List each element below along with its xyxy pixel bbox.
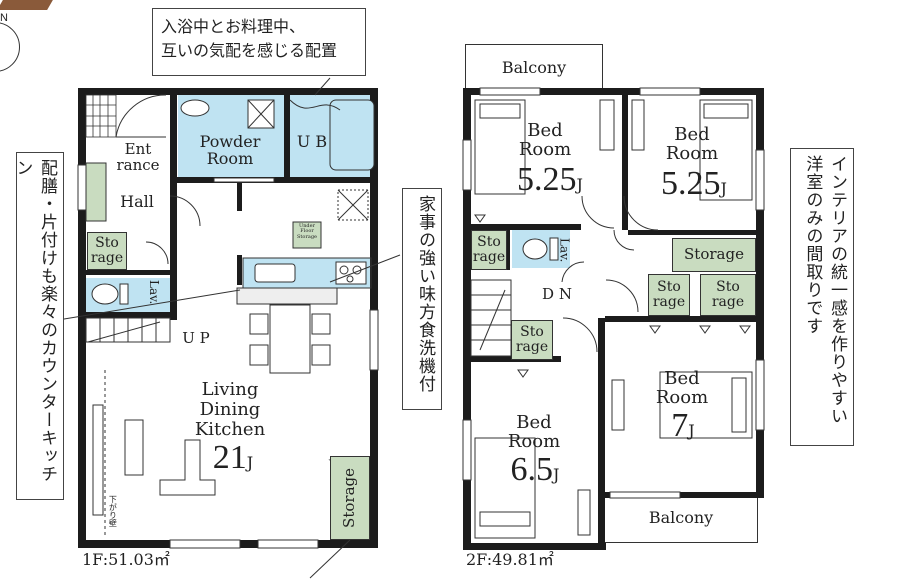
storage-2f-wide: Storage — [672, 238, 756, 272]
lav-1f-label: Lav. — [147, 280, 161, 305]
bed4-size: 7J — [671, 407, 695, 444]
floor2-area: 2F:49.81㎡ — [466, 550, 554, 569]
callout-right: インテリアの統一感を作りやすい洋室のみの間取りです — [790, 148, 854, 446]
dn-label: D N — [542, 285, 572, 303]
bed2-size: 5.25J — [661, 165, 727, 202]
bed3-size: 6.5J — [510, 451, 560, 488]
sagari-label: 下がり壁 — [108, 495, 118, 527]
callout-left: 配膳・片付けも楽々のカウンターキッチン — [12, 152, 64, 500]
floor1-area: 1F:51.03㎡ — [82, 550, 170, 569]
bed1-size: 5.25J — [517, 161, 583, 198]
callout-top: 入浴中とお料理中、互いの気配を感じる配置 — [152, 8, 366, 76]
ub-label: U B — [296, 132, 328, 151]
hall-label: Hall — [120, 192, 154, 211]
callout-middle: 家事の強い味方食洗機付 — [402, 188, 442, 410]
balcony-bottom-label: Balcony — [648, 508, 714, 527]
up-label: U P — [182, 329, 210, 347]
compass-label: N — [0, 12, 8, 24]
storage-1f-tall: Storage — [330, 456, 370, 540]
ldk-size: 21J — [212, 439, 254, 476]
lav-2f-label: Lav. — [557, 238, 572, 263]
balcony-top-label: Balcony — [501, 58, 567, 77]
